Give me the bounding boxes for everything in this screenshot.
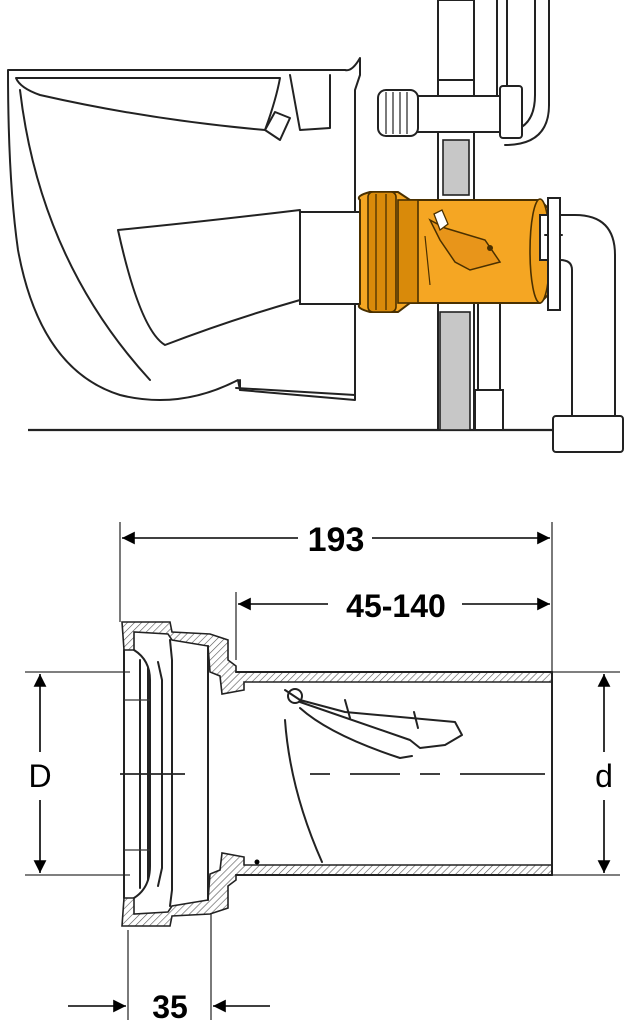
dimension-inner-diameter-label: d	[595, 758, 613, 794]
dimension-overall-label: 193	[308, 521, 365, 559]
dimension-socket: 35	[68, 989, 270, 1024]
dimension-inner-diameter: d	[595, 674, 613, 873]
dimension-overall: 193	[122, 521, 550, 559]
dimension-outer-diameter-label: D	[28, 758, 51, 794]
drain-connector-highlight	[357, 191, 551, 313]
toilet-bowl	[7, 57, 361, 401]
dimension-outer-diameter: D	[28, 674, 52, 873]
outlet-stub	[299, 211, 363, 305]
dimension-socket-label: 35	[152, 989, 188, 1024]
connector-section	[121, 621, 553, 927]
dimension-insertion-label: 45-140	[346, 588, 446, 624]
drain-bend	[539, 197, 624, 453]
installation-frame	[437, 0, 550, 431]
dimension-insertion: 45-140	[238, 588, 550, 624]
flush-pipe	[377, 85, 523, 139]
installed-view	[7, 0, 624, 453]
section-view: 193 45-140 D d 35	[25, 521, 620, 1024]
